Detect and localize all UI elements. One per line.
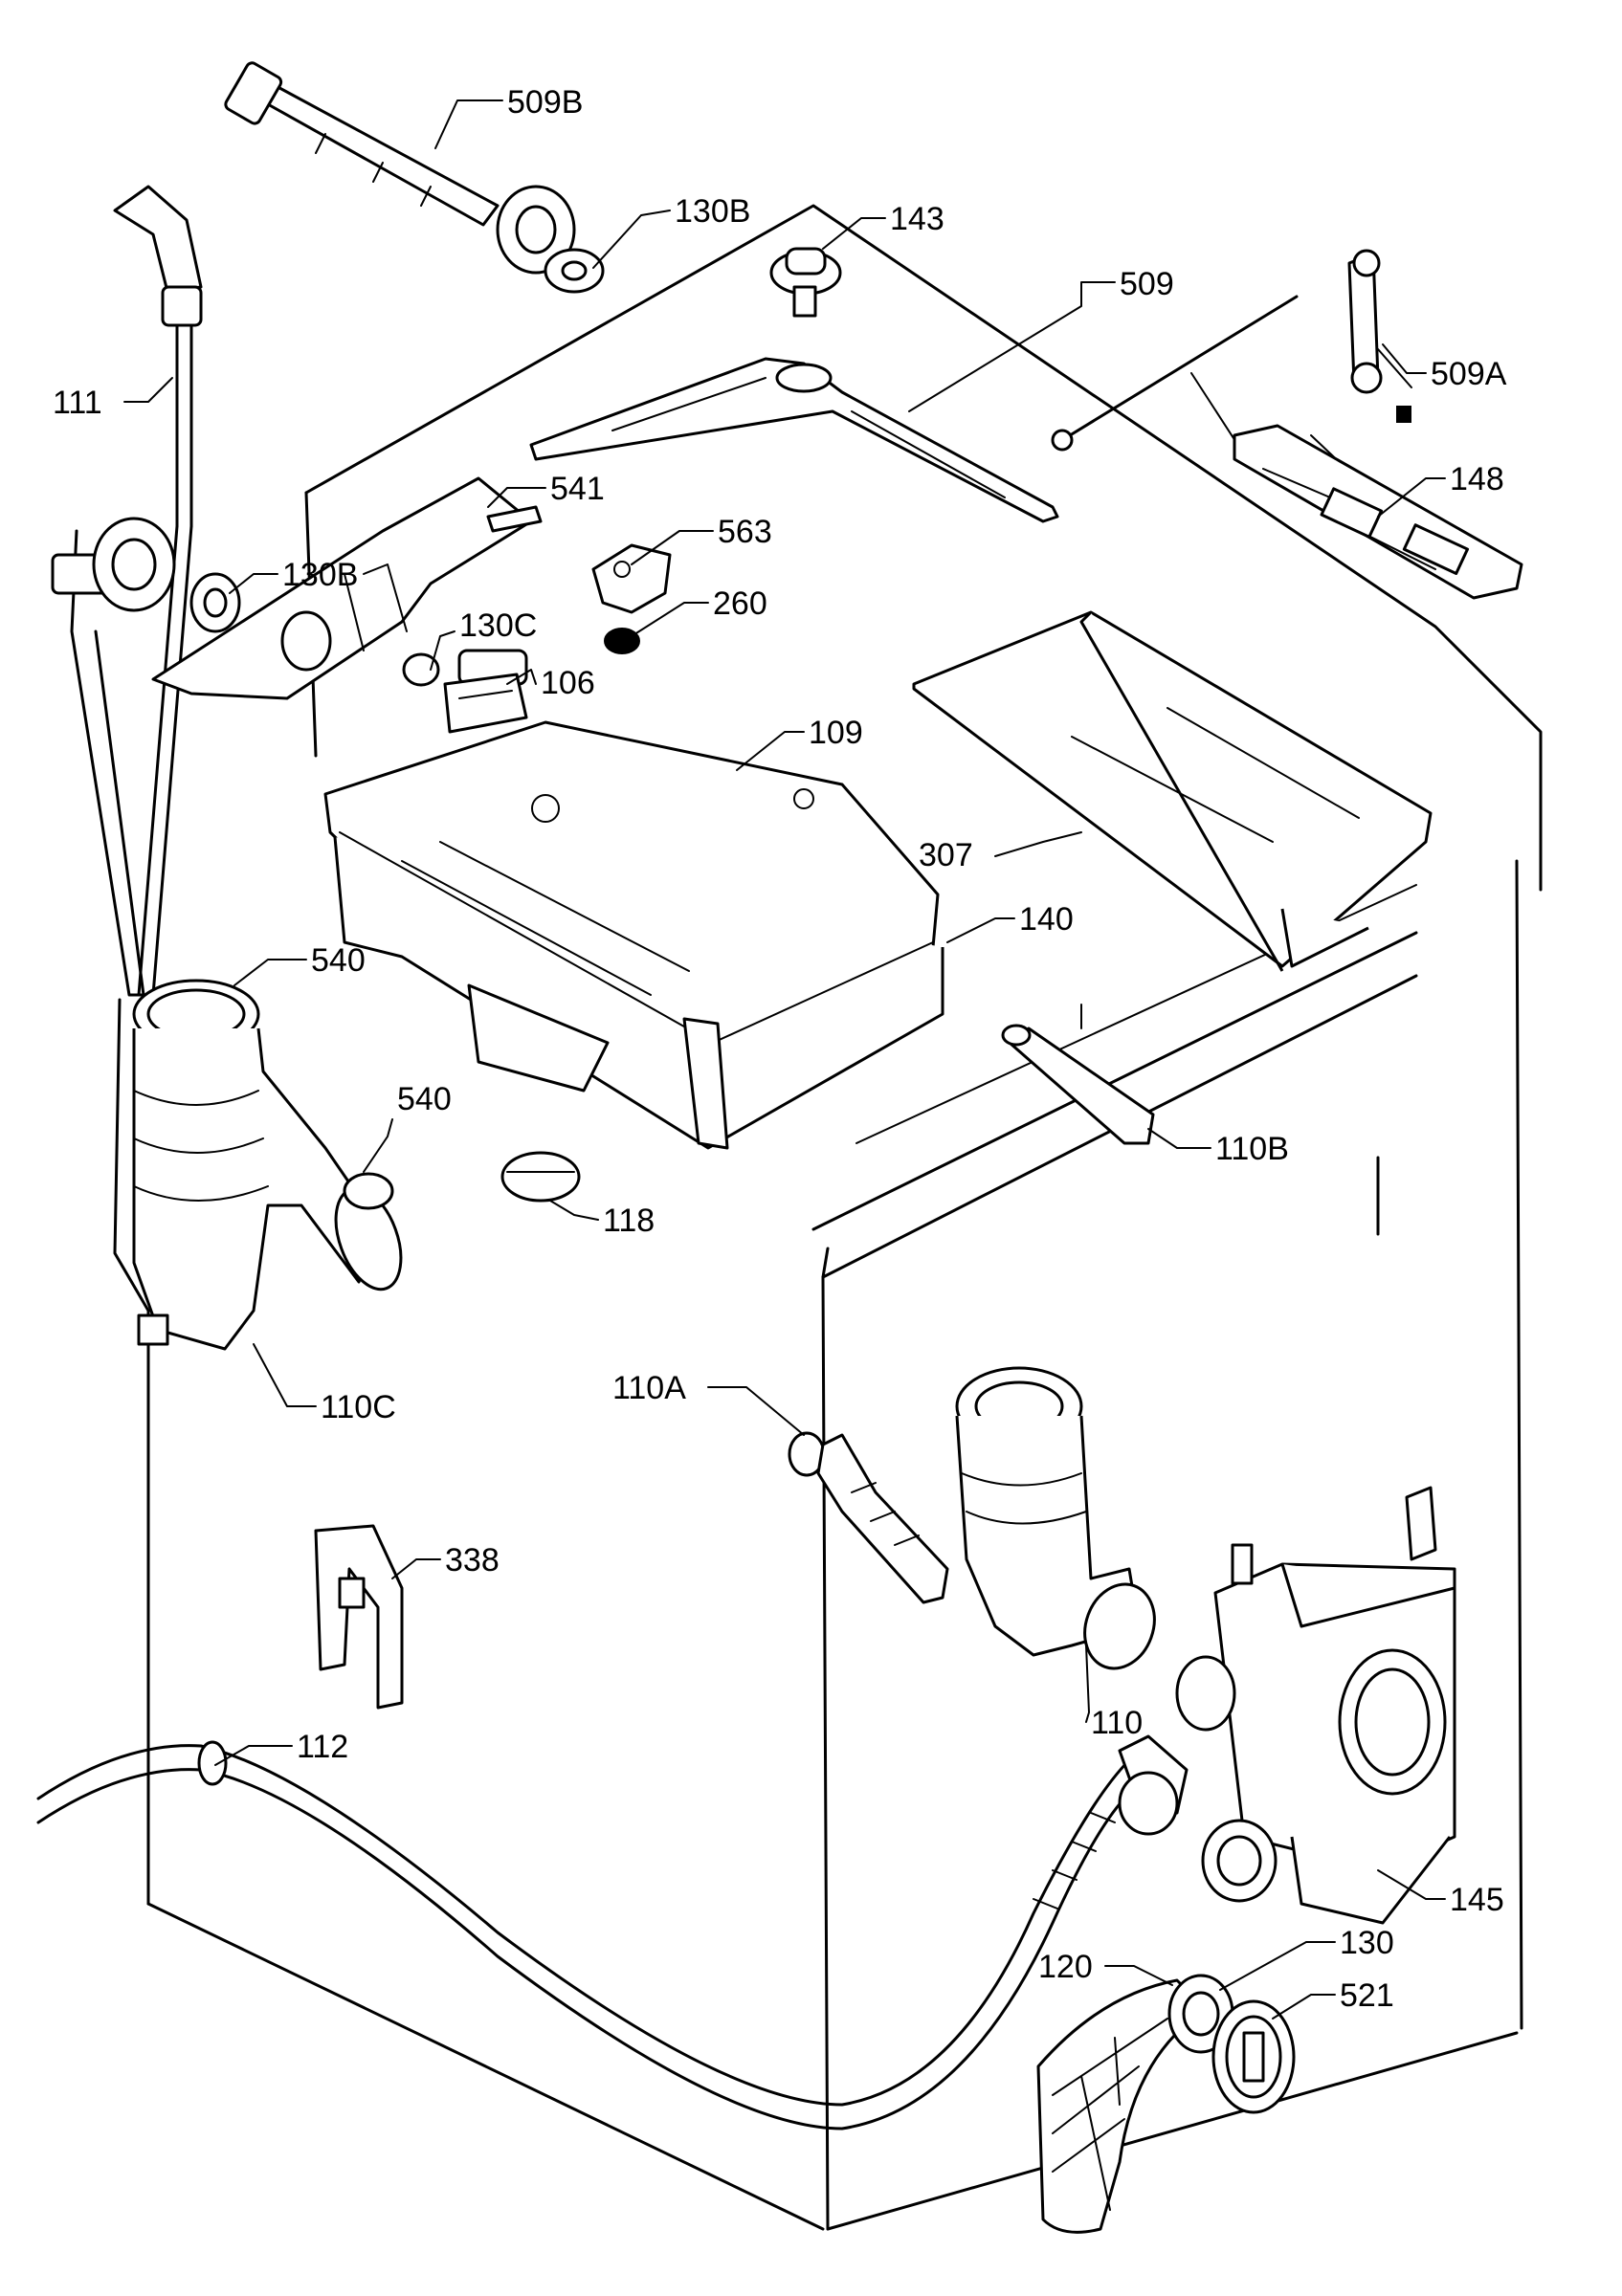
label-130B-top: 130B [675,193,750,230]
label-541: 541 [550,471,605,507]
part-148-drawer-front [1233,424,1523,600]
part-509B-inlet-hose [224,61,576,275]
part-109-dispenser [323,720,944,1150]
part-110A-hose [788,1431,949,1604]
label-521: 521 [1340,1977,1394,2014]
label-130C: 130C [459,607,537,644]
label-260: 260 [713,585,767,622]
part-145-pump [1175,1486,1456,1925]
part-338-clip [314,1524,404,1710]
part-118-cap [500,1151,581,1203]
label-118: 118 [603,1203,655,1239]
label-110C: 110C [321,1389,396,1425]
label-110B: 110B [1215,1131,1289,1167]
label-338: 338 [445,1542,500,1578]
label-509A: 509A [1431,356,1507,392]
part-130B-nut-top [544,248,605,294]
part-110C-sump-hose [132,979,403,1351]
part-521-cover [1211,1999,1296,2114]
part-106-valve [443,673,528,734]
part-307-drawer [912,610,1433,972]
label-120: 120 [1038,1949,1093,1985]
label-145: 145 [1450,1882,1504,1918]
part-143-knob [769,247,842,318]
label-130B-mid: 130B [282,557,358,593]
label-540-a: 540 [311,942,366,979]
label-540-b: 540 [397,1081,452,1117]
label-509B: 509B [507,84,583,121]
label-110A: 110A [612,1370,686,1406]
label-106: 106 [541,665,595,701]
part-110B-hose [1001,1024,1155,1145]
label-110: 110 [1091,1705,1143,1741]
leader-lines [123,99,1446,2020]
part-111-inlet-hose [51,185,203,997]
label-112: 112 [297,1729,348,1765]
label-111: 111 [53,385,102,421]
label-307: 307 [919,837,973,873]
part-120-filter [1036,1978,1208,2234]
part-260-spring [604,628,640,654]
label-140: 140 [1019,901,1074,938]
part-563-plate [591,543,672,614]
part-509-lever-arm [529,357,1059,523]
part-labels: 509B 130B 143 509 111 509A 541 148 563 1… [53,84,1507,2014]
label-148: 148 [1450,461,1504,497]
label-109: 109 [809,715,863,751]
part-112-drain-hose [36,1734,1189,2130]
part-541-bracket [151,476,543,700]
part-540-clip [343,1172,394,1210]
part-110-elbow [955,1366,1156,1670]
label-563: 563 [718,514,772,550]
label-509: 509 [1120,266,1174,302]
part-509A-rods [1051,249,1411,452]
label-143: 143 [890,201,944,237]
label-130: 130 [1340,1925,1394,1961]
part-130B-nut-mid [189,572,241,633]
